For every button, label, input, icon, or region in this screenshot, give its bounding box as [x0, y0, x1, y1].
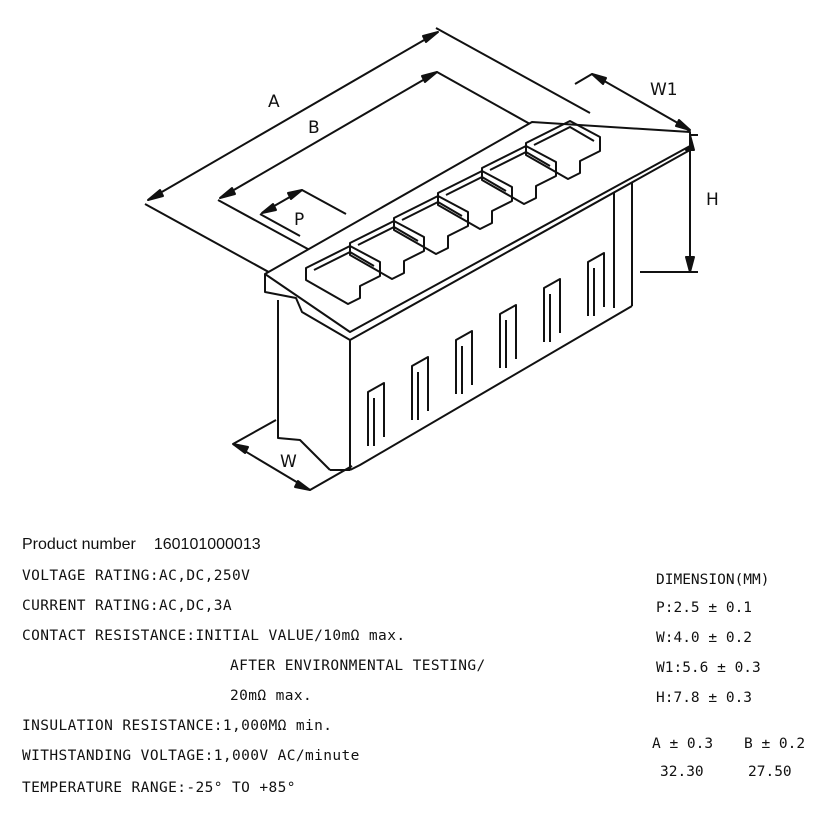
dimension-w-line [232, 419, 353, 491]
tolerance-header-a: A ± 0.3 [652, 736, 714, 752]
label-w1: W1 [650, 80, 678, 100]
tolerance-header-b: B ± 0.2 [744, 736, 806, 752]
dimension-p-line [259, 189, 347, 237]
dimension-h: H:7.8 ± 0.3 [656, 690, 753, 706]
label-w: W [280, 452, 297, 472]
tolerance-value-b: 27.50 [748, 764, 792, 780]
spec-temperature-range: TEMPERATURE RANGE:-25° TO +85° [22, 780, 296, 796]
label-b: B [308, 118, 320, 138]
spec-current-rating: CURRENT RATING:AC,DC,3A [22, 598, 232, 614]
product-number-label: Product number [22, 536, 136, 553]
connector-drawing [144, 27, 698, 491]
dimension-p: P:2.5 ± 0.1 [656, 600, 753, 616]
top-cavities [305, 120, 601, 305]
product-number-value: 160101000013 [153, 536, 261, 553]
label-h: H [706, 190, 719, 210]
spec-after-env-value: 20mΩ max. [230, 688, 313, 704]
spec-insulation-resistance: INSULATION RESISTANCE:1,000MΩ min. [22, 718, 333, 734]
spec-withstanding-voltage: WITHSTANDING VOLTAGE:1,000V AC/minute [22, 748, 360, 764]
spec-after-env-testing: AFTER ENVIRONMENTAL TESTING/ [230, 658, 486, 674]
label-a: A [268, 92, 280, 112]
dimension-title: DIMENSION(MM) [656, 572, 770, 588]
dimension-w1: W1:5.6 ± 0.3 [656, 660, 761, 676]
side-slots [367, 252, 605, 446]
spec-contact-resistance: CONTACT RESISTANCE:INITIAL VALUE/10mΩ ma… [22, 628, 406, 644]
product-number-row: Product number 160101000013 [22, 536, 279, 554]
spec-voltage-rating: VOLTAGE RATING:AC,DC,250V [22, 568, 251, 584]
label-p: P [294, 210, 305, 230]
tolerance-value-a: 32.30 [660, 764, 704, 780]
dimension-w: W:4.0 ± 0.2 [656, 630, 753, 646]
